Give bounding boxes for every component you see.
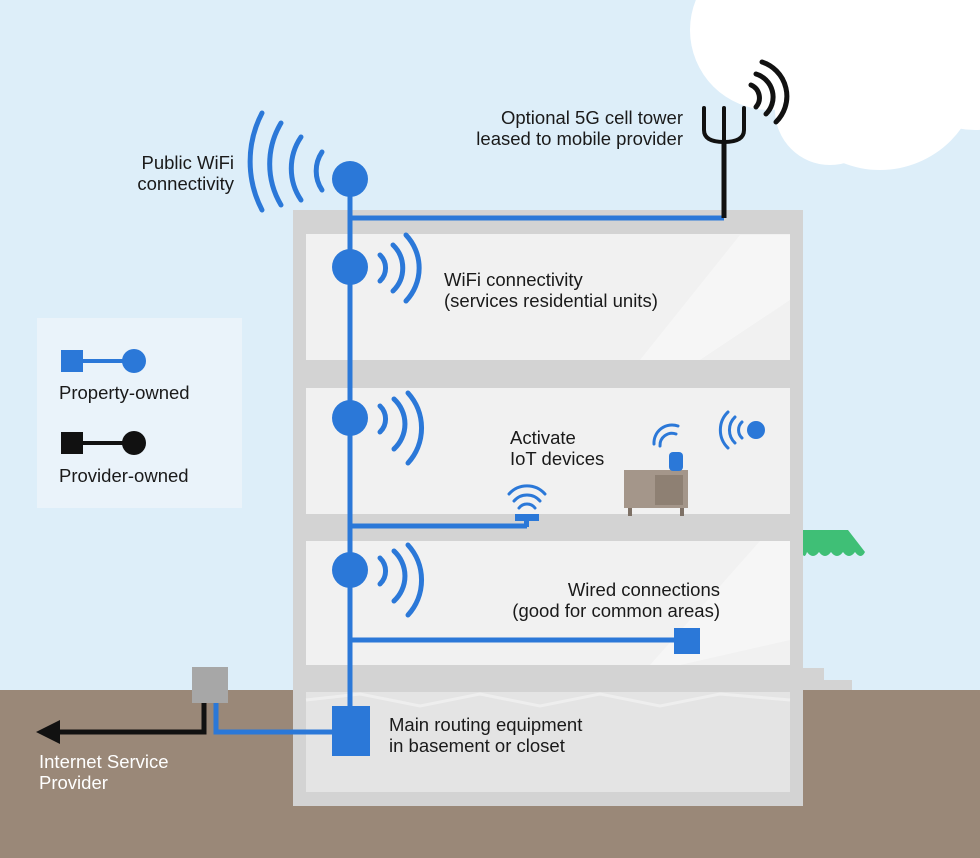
floor-panel-basement xyxy=(306,692,790,792)
legend: Property-owned Provider-owned xyxy=(37,318,242,508)
iot-speaker-wifi-icon xyxy=(652,423,680,448)
public-wifi-access-point xyxy=(332,161,368,197)
isp-arrowhead xyxy=(36,720,60,744)
legend-provider-icon xyxy=(61,431,146,455)
public-wifi-label: Public WiFi connectivity xyxy=(137,152,234,194)
cell-tower-label: Optional 5G cell tower leased to mobile … xyxy=(476,107,683,149)
wired-endpoint xyxy=(674,628,700,654)
wifi-signal-icon-floor-2 xyxy=(377,390,424,466)
smart-speaker xyxy=(669,452,683,471)
cell-tower-signal-icon xyxy=(748,59,790,125)
window-reflection xyxy=(640,235,790,360)
iot-wall-router xyxy=(515,514,539,521)
iot-cabinet xyxy=(624,470,688,516)
wifi-access-point-floor-1 xyxy=(332,552,368,588)
routing-label: Main routing equipment in basement or cl… xyxy=(389,714,583,756)
iot-router-wifi-icon xyxy=(507,484,547,510)
isp-label: Internet Service Provider xyxy=(39,751,169,793)
legend-property-label: Property-owned xyxy=(59,382,190,403)
iot-sensor-dot xyxy=(747,421,765,439)
awning xyxy=(803,530,865,556)
provider-network-lines xyxy=(58,140,727,735)
wifi-access-point-floor-3 xyxy=(332,249,368,285)
legend-property-icon xyxy=(61,349,146,373)
cell-tower-antenna xyxy=(702,106,746,145)
cloud xyxy=(690,0,980,170)
entrance-step-lower xyxy=(798,680,852,690)
main-router xyxy=(332,706,370,756)
wired-label: Wired connections (good for common areas… xyxy=(512,579,720,621)
legend-provider-label: Provider-owned xyxy=(59,465,189,486)
entrance-step xyxy=(798,668,824,682)
public-wifi-signal-icon xyxy=(247,110,325,213)
wifi-access-point-floor-2 xyxy=(332,400,368,436)
wifi-units-label: WiFi connectivity (services residential … xyxy=(444,269,658,311)
iot-sensor-wifi-icon xyxy=(718,410,744,450)
legend-symbols xyxy=(61,349,146,455)
wifi-signal-icon-floor-3 xyxy=(377,232,422,304)
floor-panel-second xyxy=(306,388,790,514)
basement-ceiling-line xyxy=(305,692,791,708)
iot-wall-router-stem xyxy=(524,520,529,527)
iot-label: Activate IoT devices xyxy=(510,427,605,469)
wifi-signal-icon-floor-1 xyxy=(377,542,424,618)
demarc-box xyxy=(192,667,228,703)
